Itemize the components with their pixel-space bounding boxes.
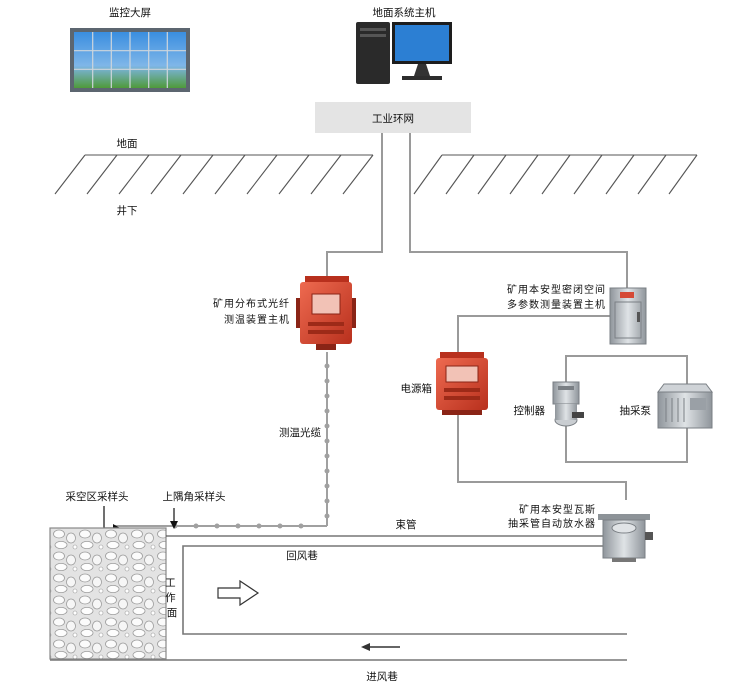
arrow-right-icon [217, 579, 260, 607]
fiber-cable-label: 测温光缆 [279, 426, 321, 439]
bundle-tube-label: 束管 [396, 518, 417, 531]
fiber-host-device-icon [296, 276, 356, 350]
working-face-label: 工 作 面 [165, 577, 179, 619]
corner-sampler-label: 上隅角采样头 [163, 490, 226, 503]
desktop-computer-icon [356, 22, 452, 84]
ground-label: 地面 [117, 137, 138, 150]
water-drainer-device-icon [598, 514, 653, 562]
intake-airway-label: 进风巷 [366, 671, 398, 683]
arrow-left-icon [361, 643, 400, 651]
underground-label: 井下 [117, 204, 138, 217]
controller-label: 控制器 [514, 404, 546, 417]
network-label: 工业环网 [372, 113, 414, 125]
drainer-label-1: 矿用本安型瓦斯 [519, 503, 596, 516]
corner-sampler-pointer [170, 508, 178, 529]
ground-line-right [413, 154, 698, 195]
return-airway [182, 545, 627, 635]
confined-host-label-2: 多参数测量装置主机 [507, 298, 606, 311]
video-wall-icon [70, 28, 190, 92]
pump-device-icon [657, 383, 713, 429]
return-airway-label: 回风巷 [286, 550, 318, 562]
power-box-label: 电源箱 [401, 382, 433, 395]
goaf-area [49, 527, 167, 660]
fiber-host-label-2: 测温装置主机 [224, 313, 290, 326]
pump-label: 抽采泵 [620, 404, 652, 417]
drainer-label-2: 抽采管自动放水器 [508, 517, 596, 530]
network-box [315, 102, 471, 133]
host-computer-label: 地面系统主机 [373, 6, 436, 19]
power-box-device-icon [436, 352, 488, 415]
confined-host-label-1: 矿用本安型密闭空间 [507, 283, 606, 296]
measurement-host-device-icon [609, 287, 647, 345]
ground-line-left [54, 154, 374, 195]
goaf-sampler-label: 采空区采样头 [66, 490, 129, 503]
monitor-screen-label: 监控大屏 [109, 6, 151, 19]
fiber-host-label-1: 矿用分布式光纤 [213, 297, 290, 310]
controller-device-icon [552, 381, 584, 427]
fiber-cable [115, 352, 330, 529]
